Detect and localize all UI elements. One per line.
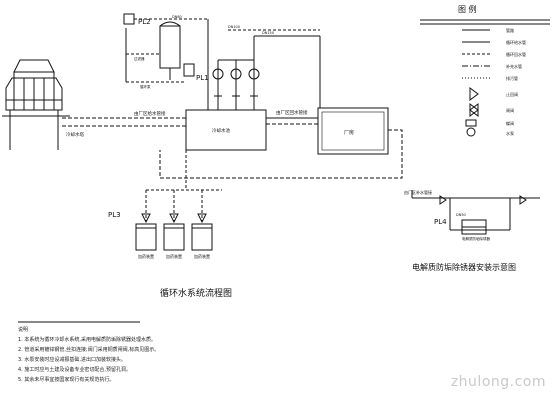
label-to-plant: 由厂区回水管接 <box>276 109 308 116</box>
legend-item: 补充水管 <box>506 63 522 69</box>
label-dn50: DN50 <box>456 213 466 217</box>
legend-title: 图 例 <box>458 4 477 14</box>
plant-box <box>317 107 389 155</box>
legend-item: 循环回水管 <box>506 51 526 57</box>
watermark: zhulong.com <box>450 374 546 390</box>
label-dosing-c: 加药装置 <box>194 253 210 259</box>
dosing-units <box>135 150 222 251</box>
note-line: 1. 本系统为循环冷却水系统,采用电解质防垢除锈器处理水质。 <box>18 337 156 343</box>
label-filter: 过滤器 <box>134 56 145 61</box>
note-line: 3. 水泵安装时应设减振基础,进出口加装软接头。 <box>18 357 126 363</box>
descaler-install <box>411 190 540 235</box>
legend-item: 排污管 <box>506 75 518 81</box>
collecting-tank <box>185 109 267 151</box>
legend-box <box>420 19 550 137</box>
note-line: 4. 施工时应与土建及设备专业密切配合,预留孔洞。 <box>18 367 131 373</box>
tower-pipes <box>62 117 186 127</box>
cooling-tower <box>2 59 70 150</box>
label-inlet: 由厂区补水管接 <box>404 189 432 195</box>
legend-item: 管路 <box>506 27 514 33</box>
label-plant: 厂房 <box>344 129 354 136</box>
label-dosing-a: 加药装置 <box>138 253 154 259</box>
note-line: 2. 管道采用镀锌钢管,丝扣连接;阀门采用铜质闸阀,标高见图示。 <box>18 347 160 353</box>
label-pump-note: 循环泵 <box>140 84 151 89</box>
label-dosing-b: 加药装置 <box>166 253 182 259</box>
install-title: 电解质防垢除锈器安装示意图 <box>412 262 516 272</box>
legend-item: 止回阀 <box>506 91 518 97</box>
legend-item: 水泵 <box>506 130 514 136</box>
label-dn100: DN100 <box>228 25 240 29</box>
label-pl2: PL2 <box>138 18 151 26</box>
label-dn80: DN80 <box>172 15 182 19</box>
notes-heading: 说明 <box>18 327 29 333</box>
note-line: 5. 其余未尽事宜按国家现行有关规范执行。 <box>18 377 115 383</box>
label-dn150: DN150 <box>262 31 274 35</box>
label-pl3: PL3 <box>108 211 121 219</box>
legend-item: 循环给水管 <box>506 39 526 45</box>
legend-item: 蝶阀 <box>506 120 514 126</box>
label-pl1: PL1 <box>196 74 209 82</box>
pumps <box>212 29 321 110</box>
label-pl4: PL4 <box>434 218 447 226</box>
filter-system <box>123 13 209 110</box>
label-supply: 由厂区给水管接 <box>134 110 166 117</box>
label-device: 电解质防垢除锈器 <box>462 236 490 241</box>
label-pool: 冷却水池 <box>212 127 230 134</box>
main-title: 循环水系统流程图 <box>160 287 232 299</box>
legend-item: 闸阀 <box>506 107 514 113</box>
label-tower: 冷却水塔 <box>66 131 84 138</box>
